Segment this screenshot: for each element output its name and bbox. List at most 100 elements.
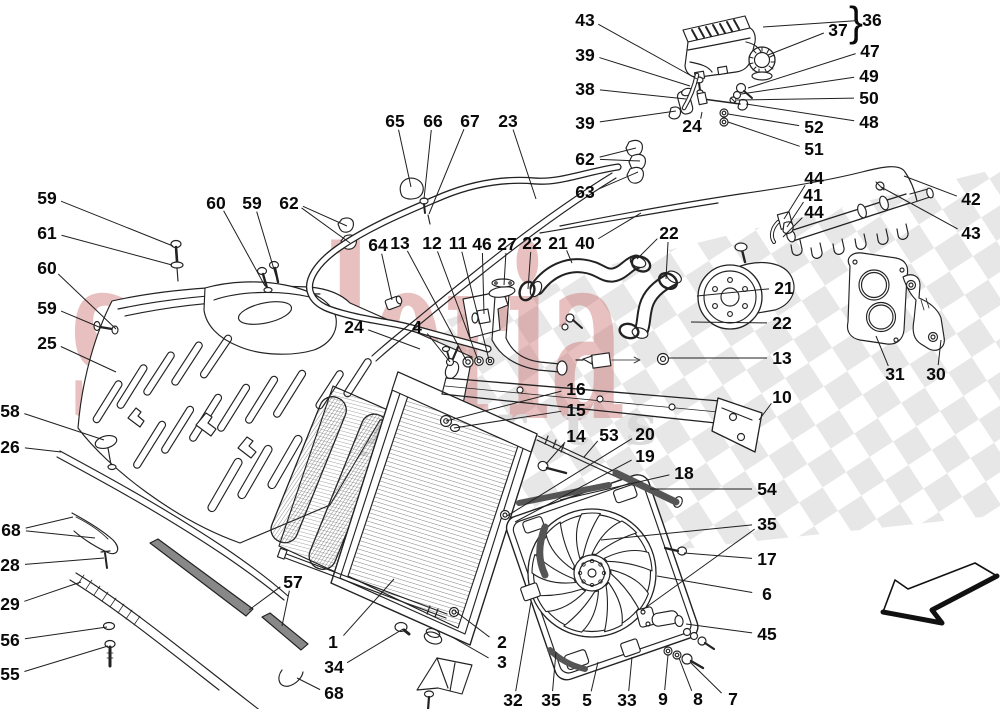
callout-33: 33 [617, 690, 637, 709]
leader-line-56 [24, 626, 108, 640]
hub-hole [577, 570, 583, 576]
leader-line-45 [685, 623, 753, 634]
pad-33 [620, 638, 641, 658]
leader-line-21 [566, 250, 573, 264]
callout-43: 43 [961, 223, 981, 243]
callout-23: 23 [498, 111, 518, 131]
leader-line-7 [690, 662, 722, 694]
callout-66: 66 [423, 111, 443, 131]
hose-clamp-22 [657, 272, 679, 290]
leader-line-62 [599, 158, 641, 162]
leader-line-33 [628, 656, 633, 692]
callout-39: 39 [575, 113, 595, 133]
leader-line-22 [527, 251, 532, 290]
callout-35: 35 [541, 690, 561, 709]
leader-line-21 [696, 288, 770, 297]
pipe-clips-62-63 [625, 139, 646, 184]
leader-line-52 [727, 113, 800, 127]
leader-line-29 [24, 581, 82, 602]
leader-line-63 [598, 171, 639, 190]
expansion-tank [625, 15, 776, 184]
leader-line-62 [599, 147, 637, 158]
leader-line-27 [503, 252, 507, 286]
callout-5: 5 [582, 690, 592, 709]
leader-line-48 [745, 103, 855, 122]
callout-27: 27 [497, 234, 516, 254]
leader-line-26 [24, 447, 62, 453]
callout-42: 42 [961, 189, 981, 209]
callout-8: 8 [693, 689, 703, 709]
hose-clamp-22 [618, 322, 640, 340]
callout-13: 13 [772, 348, 792, 368]
leader-line-18 [559, 474, 670, 501]
leader-line-11 [461, 251, 490, 361]
callout-43: 43 [575, 10, 595, 30]
seal-strip-18 [516, 482, 612, 506]
leader-line-14 [545, 441, 566, 465]
leader-line-57 [248, 586, 281, 611]
leader-line-46 [481, 252, 485, 315]
leader-line-60 [223, 210, 266, 287]
leader-line-9 [664, 654, 669, 691]
radiator [330, 345, 538, 646]
washer-56 [102, 621, 116, 631]
leader-line-35 [600, 524, 753, 541]
callout-15: 15 [566, 400, 586, 420]
callout-3: 3 [497, 652, 507, 672]
seal-strip-35 [536, 523, 549, 579]
fan-blade [603, 549, 653, 572]
callout-25: 25 [37, 333, 57, 353]
callout-16: 16 [566, 379, 586, 399]
leader-line-39 [599, 57, 691, 87]
hose-clamp-22 [630, 255, 652, 273]
callout-59: 59 [242, 193, 262, 213]
leader-line-12 [437, 251, 479, 361]
callout-2: 2 [497, 632, 507, 652]
leader-line-50 [736, 97, 855, 101]
leader-line-8 [678, 657, 693, 692]
callout-53: 53 [599, 425, 619, 445]
callout-59: 59 [37, 298, 57, 318]
fan-blade [535, 588, 587, 613]
callout-44: 44 [804, 202, 824, 222]
callout-51: 51 [804, 139, 824, 159]
leader-line-59 [60, 310, 100, 328]
callout-56: 56 [0, 630, 20, 650]
bleed-pipes-24 [371, 172, 617, 362]
mounting-bracket-30 [902, 274, 945, 351]
leader-line-51 [727, 121, 800, 147]
leader-line-23 [512, 129, 537, 200]
callout-38: 38 [575, 79, 595, 99]
callout-31: 31 [885, 364, 905, 384]
leader-line-62 [302, 205, 348, 227]
water-pump [697, 242, 795, 330]
gasket-strip-57 [261, 612, 309, 651]
leader-line-55 [24, 645, 109, 673]
callout-64: 64 [368, 235, 388, 255]
header-tank-hose-23 [306, 163, 622, 353]
callout-68: 68 [1, 520, 21, 540]
leader-line-60 [57, 273, 117, 330]
fan-motor-45 [636, 606, 716, 651]
leader-line-62 [301, 207, 351, 244]
fan-blade [603, 581, 623, 633]
brace-36: } [849, 0, 863, 45]
callout-49: 49 [859, 66, 879, 86]
fan-blade [610, 569, 649, 611]
callout-7: 7 [728, 689, 738, 709]
leader-line-43 [598, 23, 698, 80]
leader-line-1 [343, 578, 395, 636]
callout-21: 21 [548, 233, 568, 253]
callout-39: 39 [575, 45, 595, 65]
callout-41: 41 [803, 185, 823, 205]
leader-line-22 [665, 241, 669, 280]
leader-line-41 [786, 201, 804, 228]
lower-trim-strips [56, 450, 309, 709]
callout-61: 61 [37, 223, 57, 243]
callout-58: 58 [0, 401, 20, 421]
leader-line-68 [25, 530, 96, 539]
callout-47: 47 [860, 41, 879, 61]
radiator-bracket [416, 657, 473, 709]
